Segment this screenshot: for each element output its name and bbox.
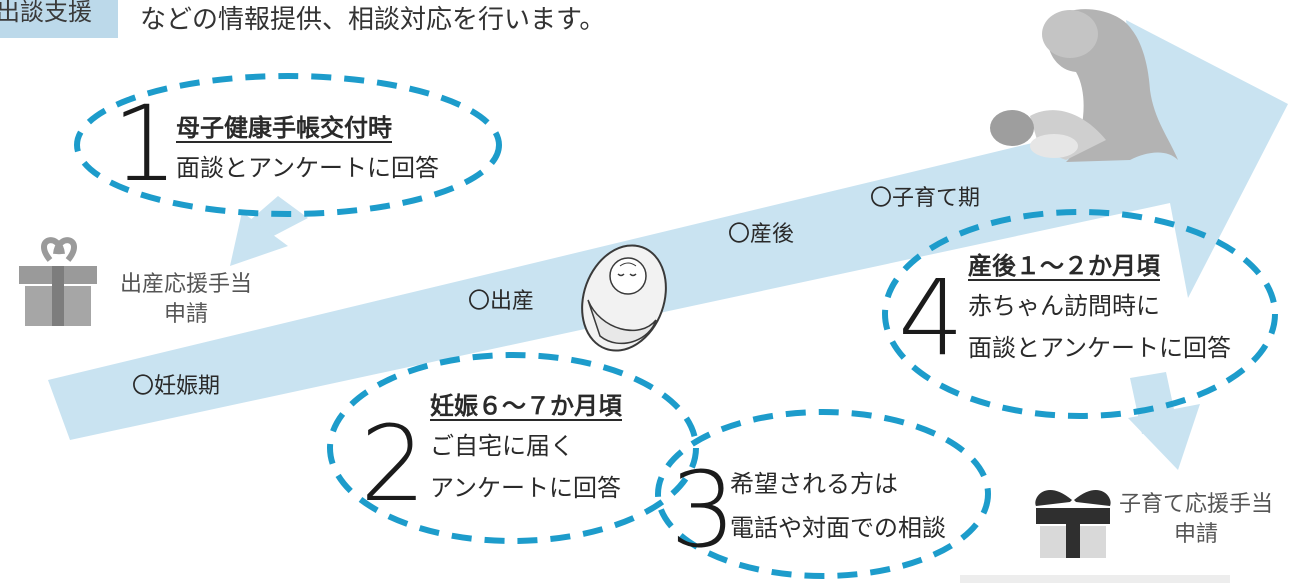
swaddled-baby-illustration [581,244,667,352]
step-2-dashed-oval [327,352,699,544]
step-3-line-2: 電話や対面での相談 [730,514,946,542]
step-1-dashed-oval [74,73,502,217]
section-tag: 出談支援 [0,0,118,38]
step-1-number: 1 [112,83,179,205]
step-2-title: 妊娠６～７か月頃 [430,392,622,420]
stage-birth: 〇出産 [468,289,535,314]
arrow-to-childcare-grant [1128,372,1200,470]
step-2-line-2: アンケートに回答 [430,474,622,502]
step-3-number: 3 [670,449,737,571]
stage-pregnancy: 〇妊娠期 [132,374,221,399]
step-4-line-1: 赤ちゃん訪問時に [968,292,1160,320]
step-3-dashed-oval [655,409,991,579]
birth-support-grant-label: 出産応援手当 申請 [106,270,266,330]
mother-and-baby-illustration [990,9,1178,163]
childcare-support-grant-label: 子育て応援手当 申請 [1108,490,1284,550]
step-4-line-2: 面談とアンケートに回答 [968,334,1232,362]
stage-childcare: 〇子育て期 [870,186,981,211]
childcare-support-grant-line-1: 子育て応援手当 [1118,492,1273,517]
gift-box-icon [960,490,1230,583]
childcare-support-grant-line-2: 申請 [1173,522,1218,547]
gift-box-icon [19,237,97,326]
step-4-dashed-oval [882,209,1278,419]
birth-support-grant-line-2: 申請 [163,302,208,327]
header-text: などの情報提供、相談対応を行います。 [140,5,606,35]
timeline-arrow [48,20,1288,440]
step-1-title: 母子健康手帳交付時 [176,114,392,142]
step-4-number: 4 [898,257,965,379]
step-3-line-1: 希望される方は [730,470,898,498]
step-2-number: 2 [360,403,427,525]
step-1-line-1: 面談とアンケートに回答 [176,154,440,182]
step-2-line-1: ご自宅に届く [430,432,574,460]
stage-postpartum: 〇産後 [728,222,795,247]
birth-support-grant-line-1: 出産応援手当 [119,272,252,297]
arrow-to-birth-grant [230,196,308,266]
step-4-title: 産後１～２か月頃 [968,252,1160,280]
